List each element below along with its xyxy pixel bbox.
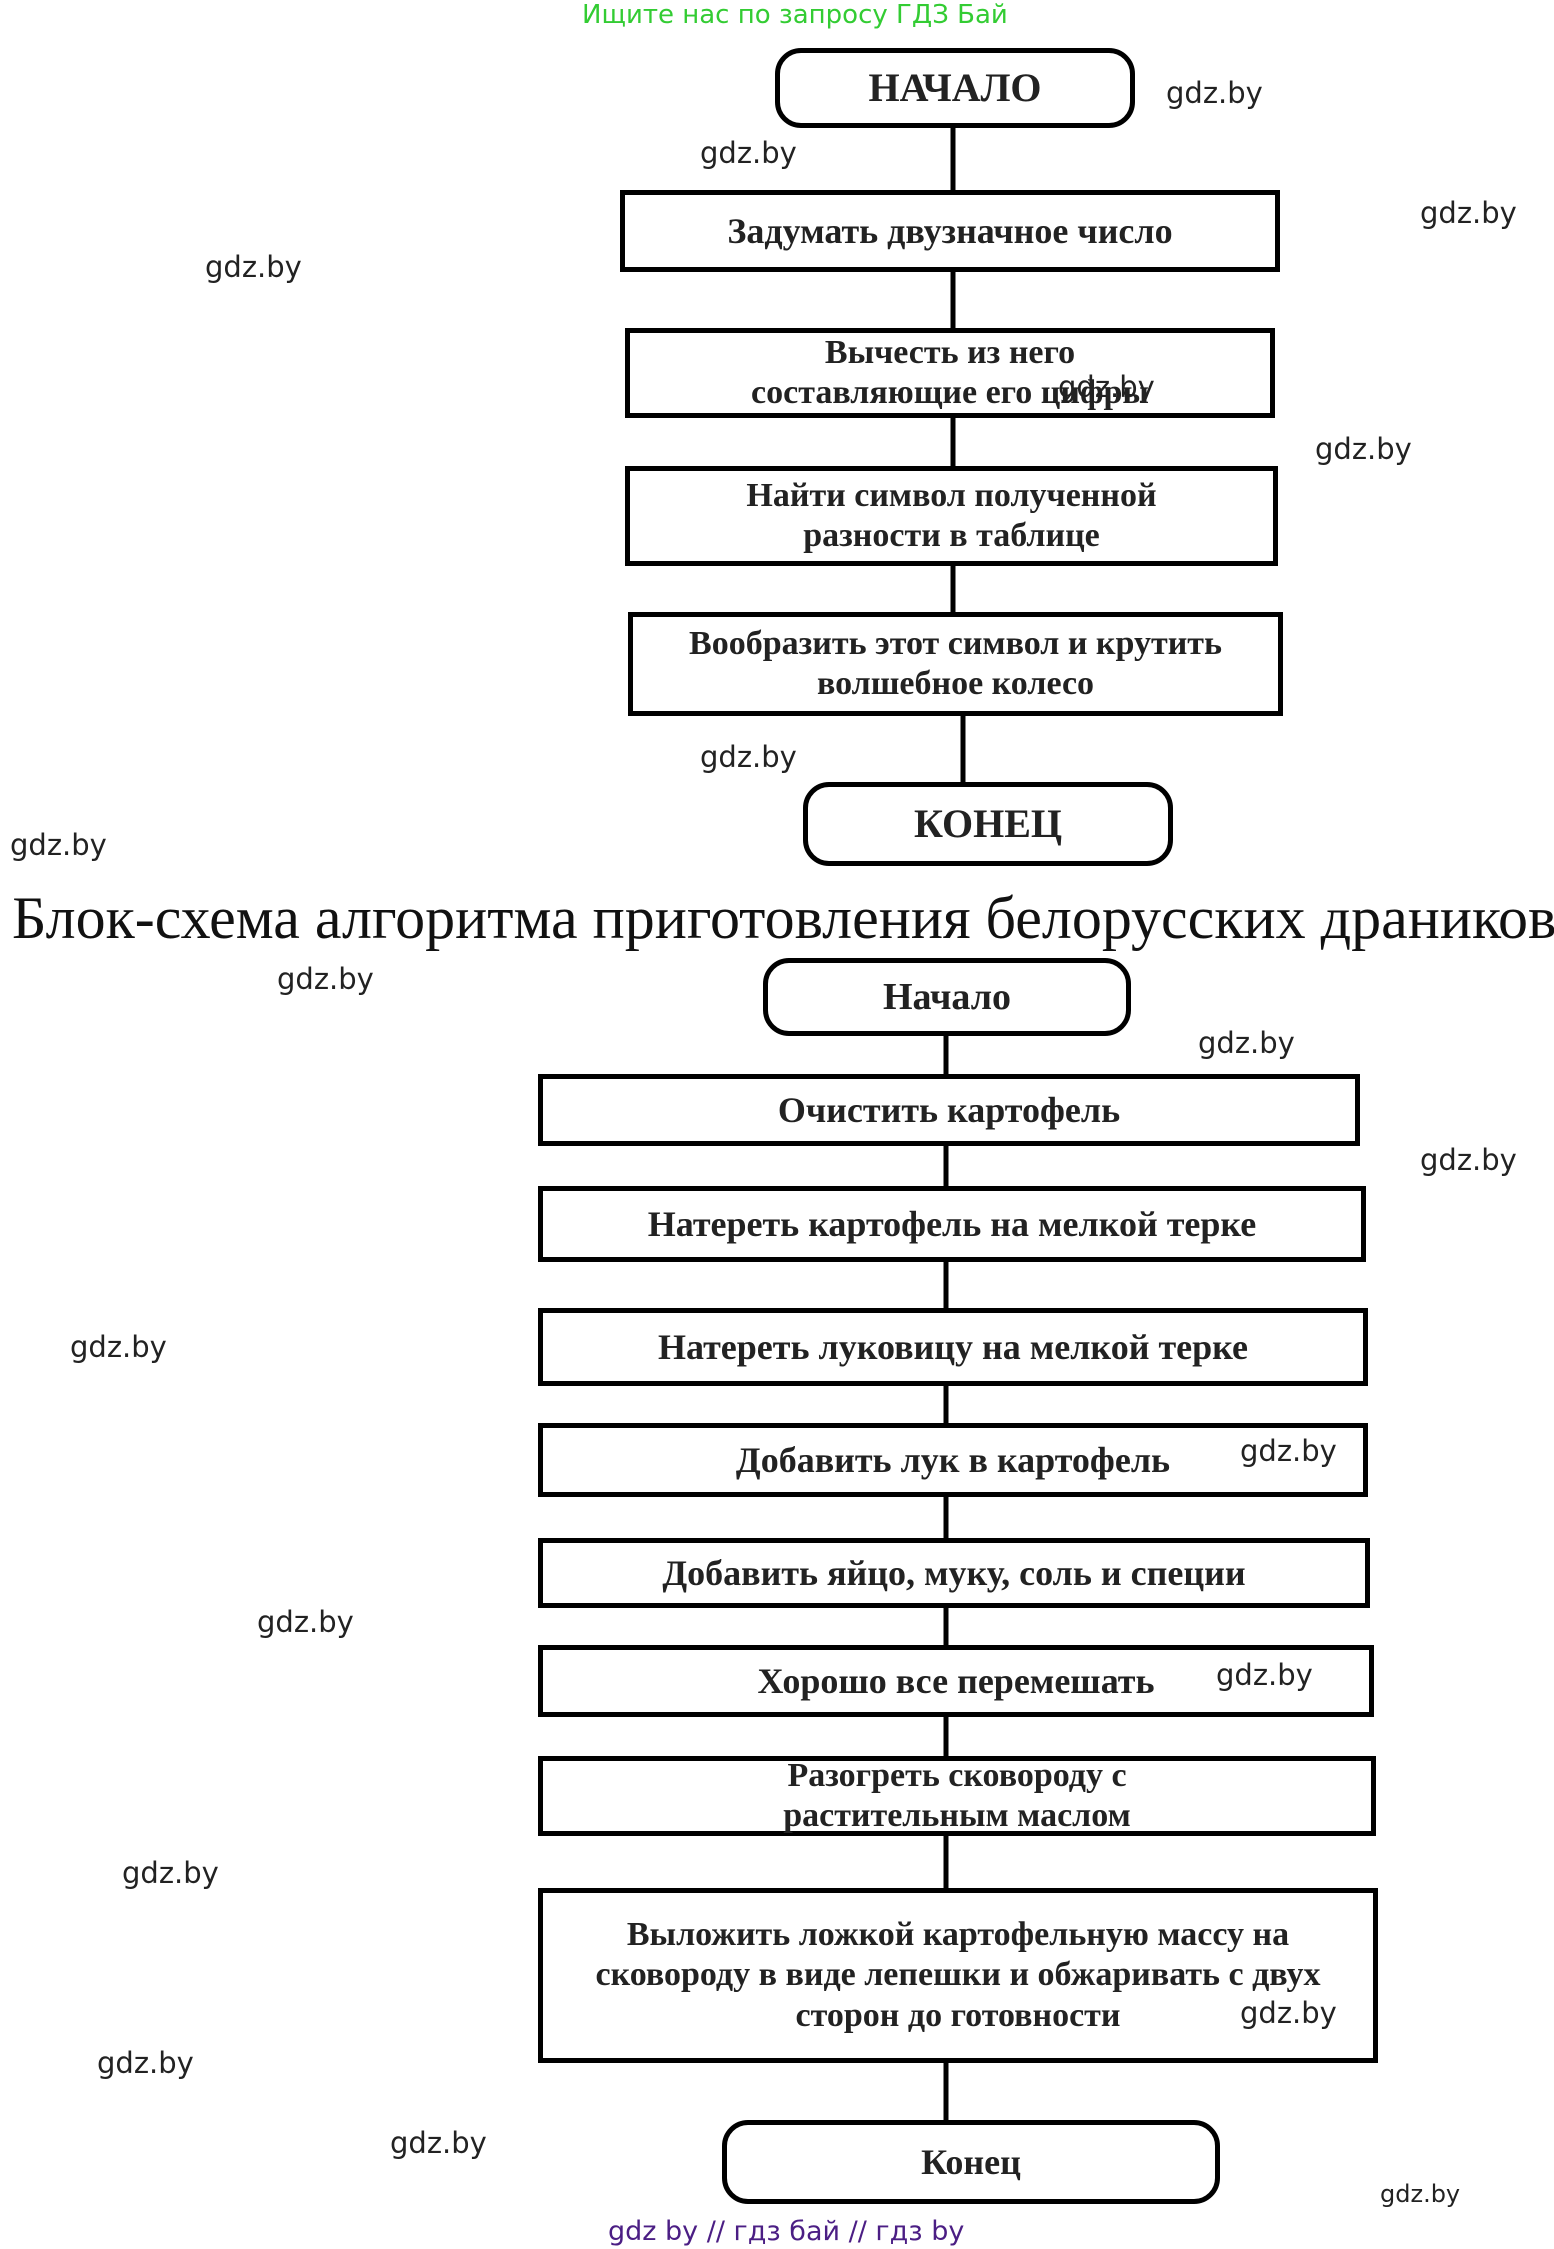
fc1-start: НАЧАЛО bbox=[775, 48, 1135, 128]
fc2-start: Начало bbox=[763, 958, 1131, 1036]
watermark: gdz.by bbox=[1198, 1026, 1295, 1060]
watermark: gdz.by bbox=[700, 740, 797, 774]
fc1-step-3: Найти символ полученной разности в табли… bbox=[625, 466, 1278, 566]
watermark: gdz.by bbox=[70, 1330, 167, 1364]
watermark: gdz.by bbox=[1216, 1658, 1313, 1692]
watermark: gdz.by bbox=[1420, 1143, 1517, 1177]
watermark: gdz.by bbox=[1420, 196, 1517, 230]
watermark: gdz.by bbox=[97, 2046, 194, 2080]
top-banner: Ищите нас по запросу ГДЗ Бай bbox=[582, 0, 1008, 30]
fc2-step-3: Натереть луковицу на мелкой терке bbox=[538, 1308, 1368, 1386]
watermark: gdz.by bbox=[277, 962, 374, 996]
watermark: gdz.by bbox=[1380, 2180, 1461, 2208]
watermark: gdz.by bbox=[700, 136, 797, 170]
fc2-step-7: Разогреть сковороду с растительным масло… bbox=[538, 1756, 1376, 1836]
section-heading: Блок-схема алгоритма приготовления белор… bbox=[12, 885, 1554, 951]
fc2-step-1: Очистить картофель bbox=[538, 1074, 1360, 1146]
fc1-step-4: Вообразить этот символ и крутить волшебн… bbox=[628, 612, 1283, 716]
fc2-step-8: Выложить ложкой картофельную массу на ск… bbox=[538, 1888, 1378, 2063]
watermark: gdz.by bbox=[390, 2126, 487, 2160]
fc2-step-5: Добавить яйцо, муку, соль и специи bbox=[538, 1538, 1370, 1608]
watermark: gdz.by bbox=[257, 1605, 354, 1639]
watermark: gdz.by bbox=[205, 250, 302, 284]
watermark: gdz.by bbox=[1166, 76, 1263, 110]
watermark: gdz.by bbox=[1240, 1996, 1337, 2030]
fc2-step-4: Добавить лук в картофель bbox=[538, 1423, 1368, 1497]
fc2-step-6: Хорошо все перемешать bbox=[538, 1645, 1374, 1717]
fc1-step-1: Задумать двузначное число bbox=[620, 190, 1280, 272]
watermark: gdz.by bbox=[1315, 432, 1412, 466]
fc2-step-2: Натереть картофель на мелкой терке bbox=[538, 1186, 1366, 1262]
watermark: gdz.by bbox=[1240, 1434, 1337, 1468]
fc1-step-2: Вычесть из него составляющие его цифры bbox=[625, 328, 1275, 418]
watermark: gdz.by bbox=[1058, 370, 1155, 404]
watermark: gdz.by bbox=[122, 1856, 219, 1890]
footer-links[interactable]: gdz by // гдз бай // гдз by bbox=[608, 2216, 965, 2247]
fc2-end: Конец bbox=[722, 2120, 1220, 2204]
watermark: gdz.by bbox=[10, 828, 107, 862]
fc1-end: КОНЕЦ bbox=[803, 782, 1173, 866]
